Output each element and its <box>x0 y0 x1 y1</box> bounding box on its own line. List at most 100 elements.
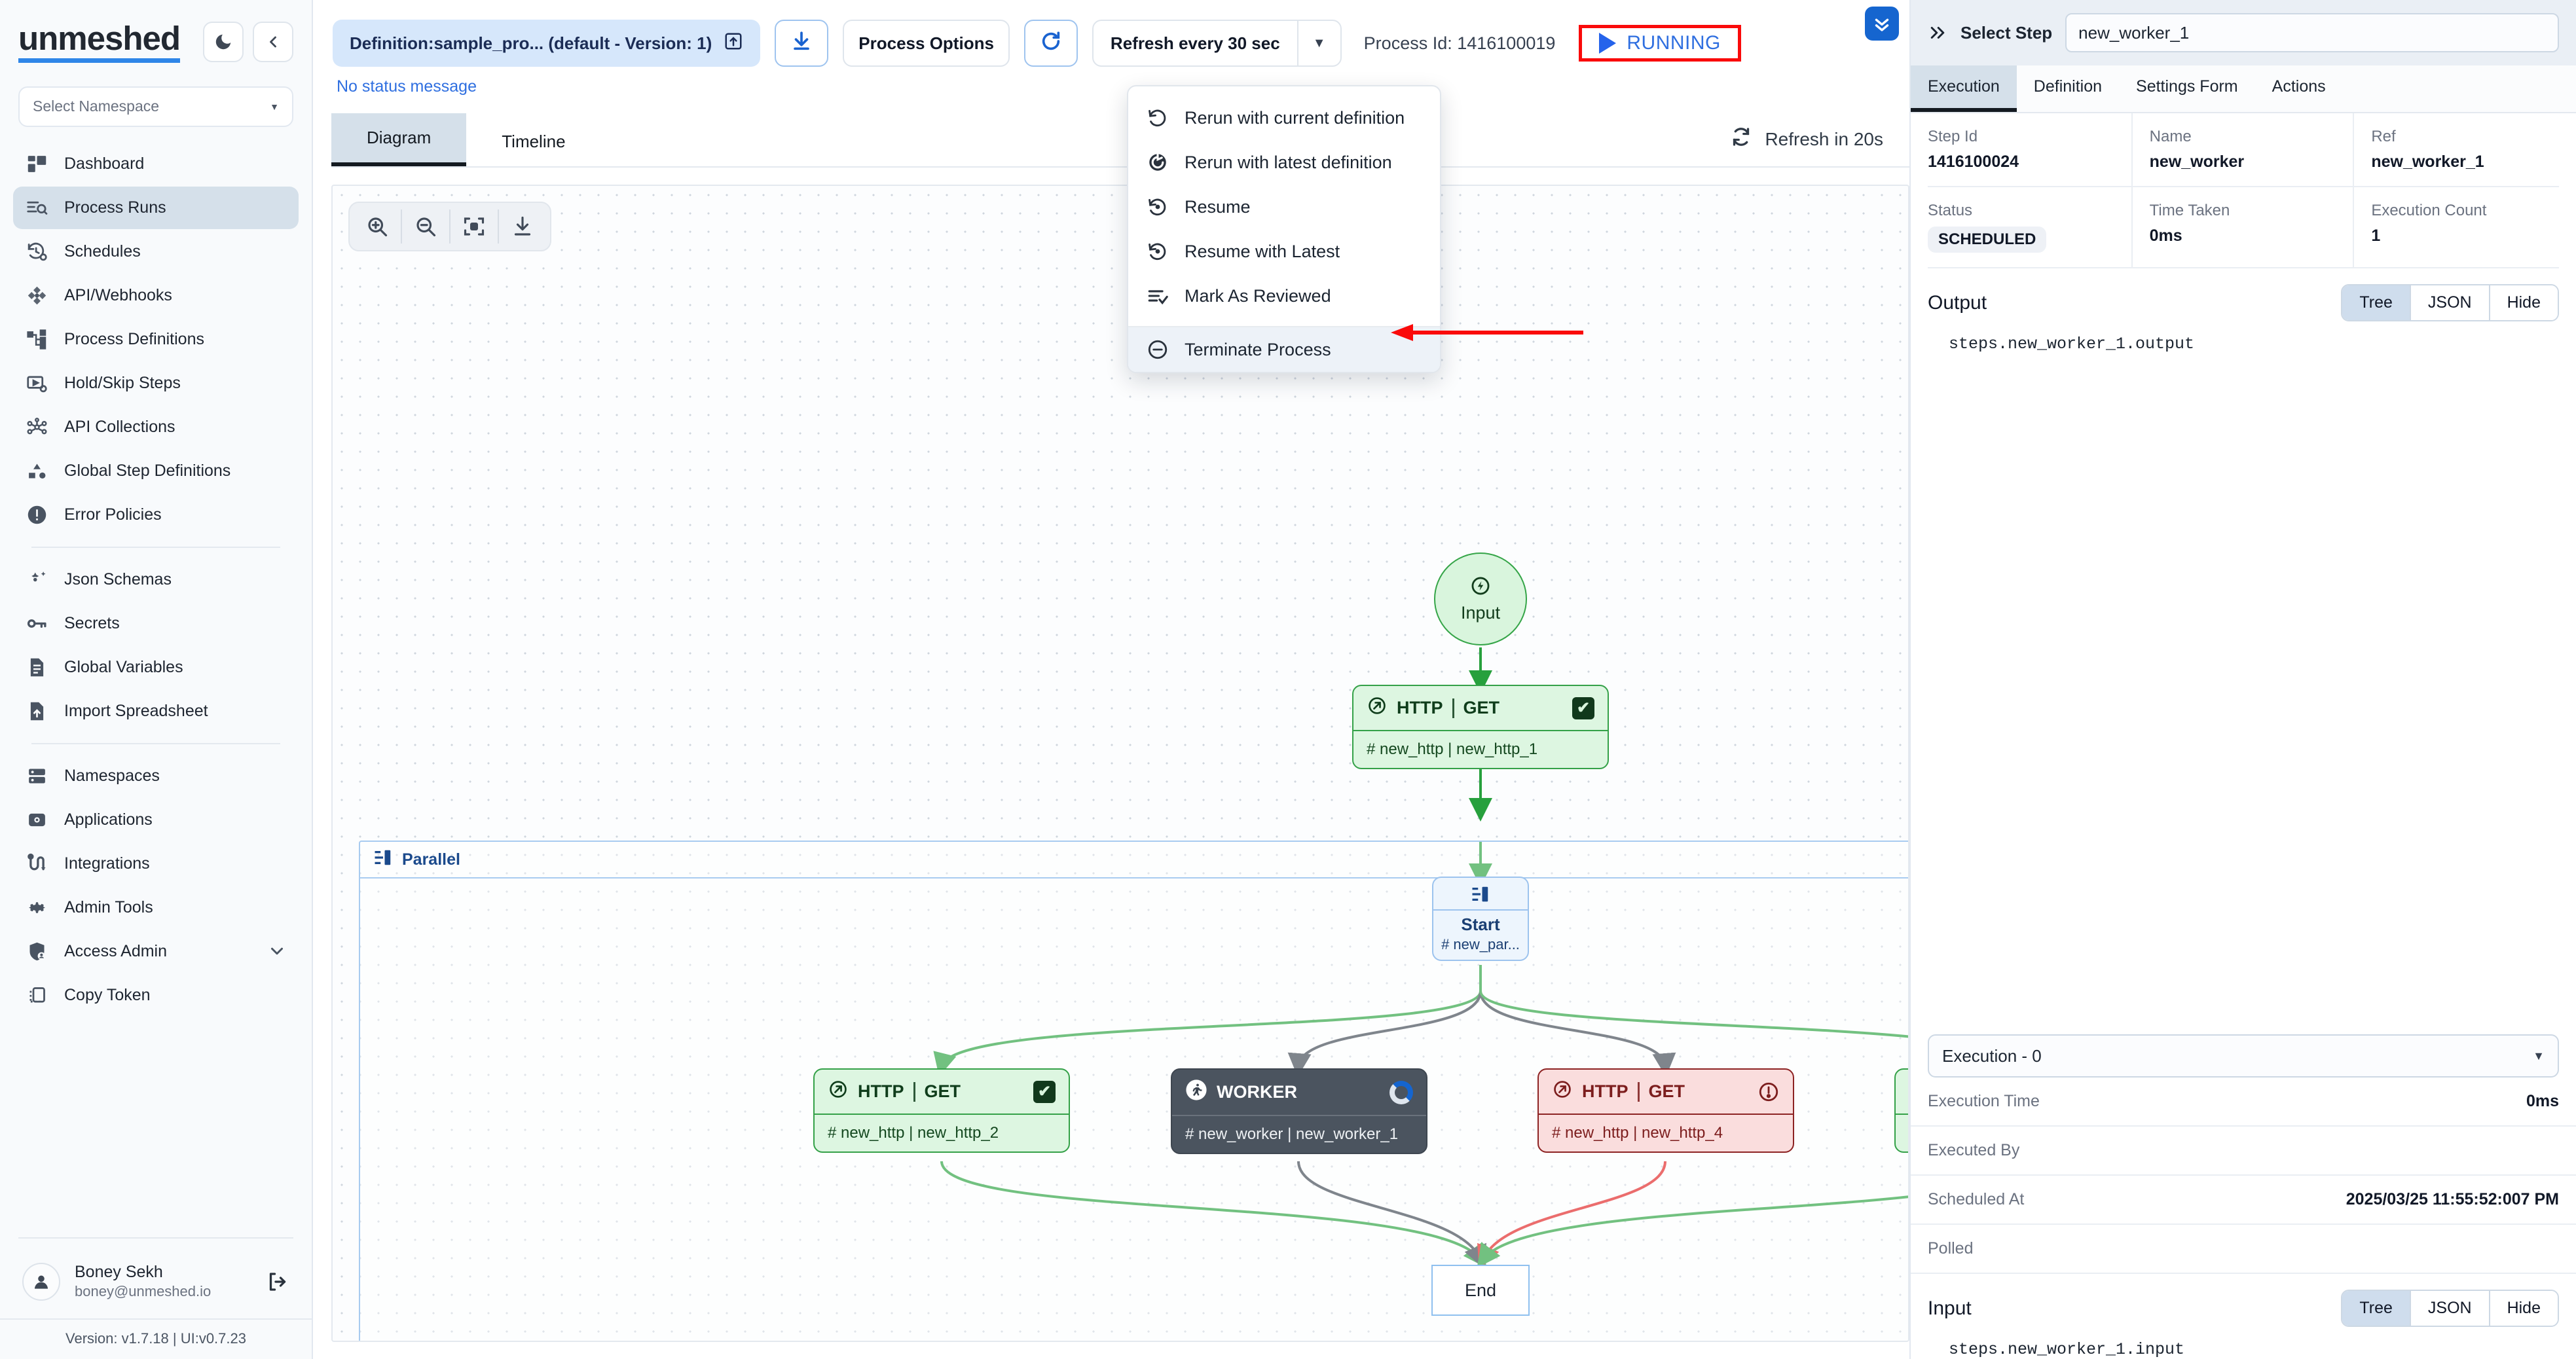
execution-select[interactable]: Execution - 0 ▼ <box>1928 1034 2559 1078</box>
sidebar-item-process-definitions[interactable]: Process Definitions <box>13 318 299 361</box>
user-profile[interactable]: Boney Sekh boney@unmeshed.io <box>0 1248 312 1318</box>
panel-tabs: Execution Definition Settings Form Actio… <box>1911 65 2576 113</box>
user-name: Boney Sekh <box>75 1263 163 1282</box>
input-mode-hide[interactable]: Hide <box>2490 1291 2558 1326</box>
node-http-1[interactable]: HTTP GET ✔ # new_http | new_http_1 <box>1352 685 1609 769</box>
tab-execution[interactable]: Execution <box>1911 65 2017 112</box>
refresh-interval-select[interactable]: Refresh every 30 sec ▼ <box>1092 20 1342 67</box>
chevron-down-icon[interactable]: ▼ <box>1297 21 1340 65</box>
namespace-select[interactable]: Select Namespace ▼ <box>18 86 293 127</box>
logout-icon[interactable] <box>266 1270 289 1294</box>
sidebar-item-access-admin[interactable]: Access Admin <box>13 930 299 973</box>
output-mode-hide[interactable]: Hide <box>2490 285 2558 320</box>
download-button[interactable] <box>775 20 829 67</box>
sidebar-item-dashboard[interactable]: Dashboard <box>13 143 299 185</box>
sidebar-item-applications[interactable]: Applications <box>13 799 299 841</box>
sidebar-item-global-variables[interactable]: Global Variables <box>13 646 299 689</box>
gear-icon <box>25 896 48 919</box>
node-http-4[interactable]: HTTP GET # new_http | new_http_4 <box>1537 1068 1794 1153</box>
node-http-2[interactable]: HTTP GET ✔ # new_http | new_http_2 <box>813 1068 1070 1153</box>
minus-circle-icon <box>1145 337 1170 362</box>
sidebar-item-label: Copy Token <box>64 985 151 1004</box>
input-mode-json[interactable]: JSON <box>2410 1291 2490 1326</box>
canvas-wrap: Parallel Input HTTP <box>313 168 1909 1359</box>
zoom-in-icon[interactable] <box>354 203 401 250</box>
row-label: Polled <box>1928 1239 1974 1258</box>
sidebar-item-integrations[interactable]: Integrations <box>13 843 299 885</box>
applications-icon <box>25 808 48 831</box>
status-message: No status message <box>337 77 477 96</box>
tab-diagram[interactable]: Diagram <box>331 113 467 166</box>
refresh-button[interactable] <box>1023 20 1078 67</box>
sidebar-item-api-collections[interactable]: API Collections <box>13 406 299 448</box>
tab-settings-form[interactable]: Settings Form <box>2136 77 2238 96</box>
api-webhooks-icon <box>25 283 48 307</box>
menu-item-rerun-latest[interactable]: Rerun with latest definition <box>1128 140 1440 185</box>
output-mode-tree[interactable]: Tree <box>2342 285 2411 320</box>
sidebar-item-import-spreadsheet[interactable]: Import Spreadsheet <box>13 690 299 733</box>
fit-screen-icon[interactable] <box>451 203 498 250</box>
double-chevron-down-icon[interactable] <box>1865 7 1899 41</box>
view-tabs: Diagram Timeline Refresh in 20s <box>331 113 1909 168</box>
node-worker[interactable]: WORKER # new_worker | new_worker_1 <box>1171 1068 1427 1154</box>
row-executed-by: Executed By <box>1911 1127 2576 1176</box>
output-mode-json[interactable]: JSON <box>2410 285 2490 320</box>
sidebar-item-hold-skip-steps[interactable]: Hold/Skip Steps <box>13 362 299 405</box>
brand-row: unmeshed <box>0 0 312 68</box>
tab-definition[interactable]: Definition <box>2033 77 2103 96</box>
sidebar-item-copy-token[interactable]: Copy Token <box>13 974 299 1017</box>
sidebar-item-schedules[interactable]: Schedules <box>13 230 299 273</box>
tab-timeline[interactable]: Timeline <box>502 132 566 151</box>
menu-item-resume-latest[interactable]: Resume with Latest <box>1128 229 1440 274</box>
sidebar-item-json-schemas[interactable]: Json Schemas <box>13 558 299 601</box>
sidebar-item-global-step-definitions[interactable]: Global Step Definitions <box>13 450 299 492</box>
key-icon <box>25 611 48 635</box>
output-body-space <box>1911 353 2576 1020</box>
parallel-group-label: Parallel <box>402 850 460 869</box>
sidebar-item-admin-tools[interactable]: Admin Tools <box>13 886 299 929</box>
check-icon: ✔ <box>1572 697 1594 719</box>
field-ref: Ref new_worker_1 <box>2354 113 2576 186</box>
open-external-icon[interactable] <box>724 31 743 56</box>
zoom-out-icon[interactable] <box>402 203 449 250</box>
node-end[interactable]: End <box>1431 1265 1530 1316</box>
node-input[interactable]: Input <box>1434 553 1527 645</box>
node-http-3[interactable]: HTTP GET ✔ # new_http | new_http_3 <box>1894 1068 1908 1153</box>
download-diagram-icon[interactable] <box>499 203 546 250</box>
divider <box>913 1081 915 1102</box>
definition-chip[interactable]: Definition:sample_pro... (default - Vers… <box>333 20 761 67</box>
menu-item-rerun-current[interactable]: Rerun with current definition <box>1128 96 1440 140</box>
sidebar-item-process-runs[interactable]: Process Runs <box>13 186 299 229</box>
double-chevron-right-icon[interactable] <box>1928 23 1947 43</box>
process-options-button[interactable]: Process Options <box>843 20 1010 67</box>
select-step-input[interactable]: new_worker_1 <box>2065 13 2559 52</box>
moon-icon[interactable] <box>203 21 244 62</box>
menu-item-terminate-process[interactable]: Terminate Process <box>1128 327 1440 372</box>
diagram-edges <box>933 647 1908 1269</box>
sidebar-item-error-policies[interactable]: Error Policies <box>13 494 299 536</box>
execution-select-value: Execution - 0 <box>1942 1045 2042 1066</box>
sidebar-item-label: Integrations <box>64 854 150 873</box>
status-badge[interactable]: RUNNING <box>1579 25 1741 62</box>
check-icon: ✔ <box>1033 1080 1056 1103</box>
node-start[interactable]: Start # new_par... <box>1432 877 1529 961</box>
output-section-header: Output Tree JSON Hide <box>1911 268 2576 329</box>
schedules-icon <box>25 240 48 263</box>
menu-item-resume[interactable]: Resume <box>1128 185 1440 229</box>
integrations-icon <box>25 852 48 875</box>
sidebar-item-secrets[interactable]: Secrets <box>13 602 299 645</box>
alert-icon <box>1757 1081 1780 1103</box>
input-mode-tree[interactable]: Tree <box>2342 1291 2411 1326</box>
divider <box>1637 1081 1640 1102</box>
chevron-down-icon: ▼ <box>2533 1049 2545 1062</box>
toolbar-divider <box>498 209 499 244</box>
tab-actions[interactable]: Actions <box>2272 77 2326 96</box>
row-polled: Polled <box>1911 1225 2576 1274</box>
http-icon <box>1552 1079 1573 1104</box>
diagram-canvas[interactable]: Parallel Input HTTP <box>331 185 1909 1342</box>
select-step-label: Select Step <box>1960 22 2053 43</box>
sidebar-item-namespaces[interactable]: Namespaces <box>13 755 299 797</box>
menu-item-mark-reviewed[interactable]: Mark As Reviewed <box>1128 274 1440 318</box>
chevron-left-icon[interactable] <box>253 21 293 62</box>
sidebar-item-api-webhooks[interactable]: API/Webhooks <box>13 274 299 317</box>
